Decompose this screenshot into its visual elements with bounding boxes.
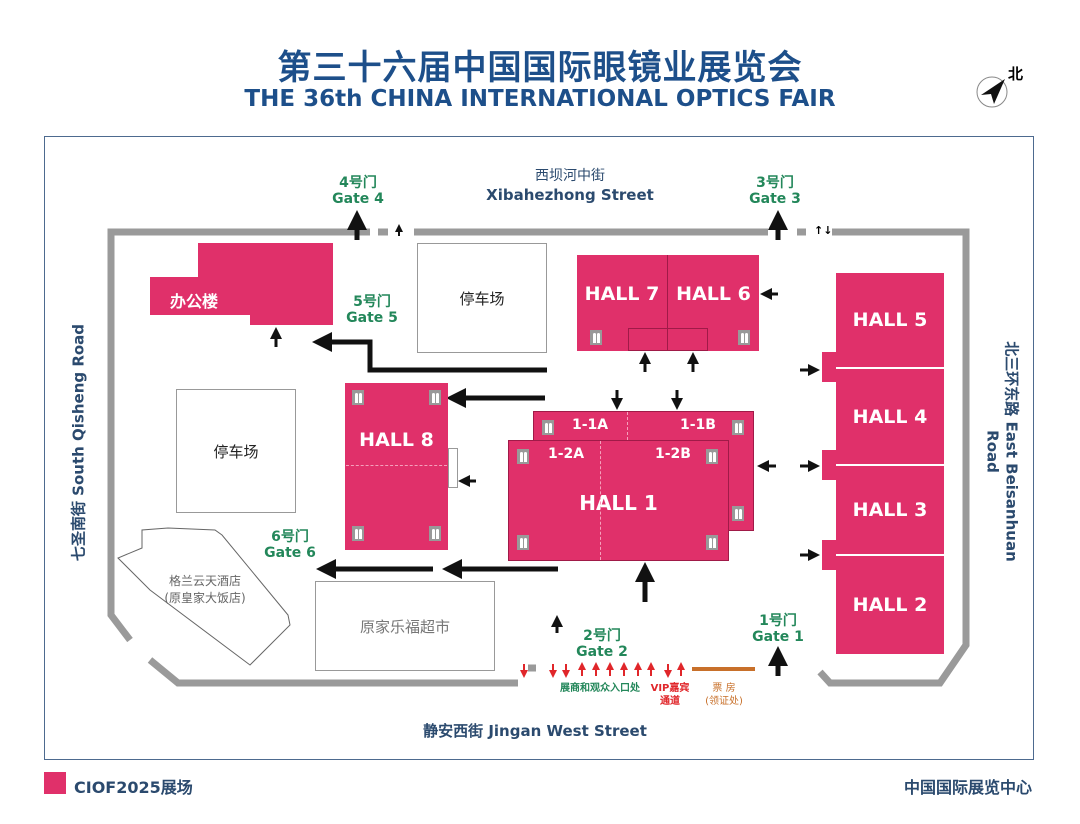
map-frame	[44, 136, 1034, 760]
restroom-icon	[732, 420, 744, 435]
hotel-name: 格兰云天酒店	[168, 574, 241, 588]
hall-6-7-lobby	[628, 328, 708, 351]
section-1-1b[interactable]: 1-1B	[680, 417, 716, 433]
hall-5[interactable]: HALL 5	[836, 273, 944, 369]
hall-8[interactable]: HALL 8	[345, 383, 448, 550]
restroom-icon	[517, 449, 529, 464]
hall-tabs	[822, 352, 837, 570]
office-building	[150, 243, 333, 325]
hall-8-divider	[346, 465, 447, 466]
title-english: THE 36th CHINA INTERNATIONAL OPTICS FAIR	[244, 86, 836, 112]
hall-2-label: HALL 2	[852, 594, 928, 616]
hotel-former-name: (原皇家大饭店)	[164, 591, 246, 605]
compass-icon	[976, 76, 1008, 108]
supermarket-label: 原家乐福超市	[359, 617, 450, 636]
restroom-icon	[706, 449, 718, 464]
hall-8-label: HALL 8	[359, 429, 434, 451]
restroom-icon	[590, 330, 602, 345]
street-west: 七圣南街 South Qisheng Road	[69, 323, 88, 562]
road-southwest	[147, 657, 518, 687]
hotel-label: 格兰云天酒店 (原皇家大饭店)	[150, 573, 260, 607]
section-1-2b[interactable]: 1-2B	[655, 446, 691, 462]
restroom-icon	[738, 330, 750, 345]
restroom-icon	[429, 390, 441, 405]
hall-8-entrance	[448, 448, 458, 488]
ticket-office-label: 票 房(领证处)	[705, 683, 743, 707]
restroom-icon	[542, 420, 554, 435]
parking-lot-north: 停车场	[417, 243, 547, 353]
hall-1-divider	[600, 441, 601, 560]
hall-6-label: HALL 6	[676, 283, 751, 305]
supermarket: 原家乐福超市	[315, 581, 495, 671]
legend-label: CIOF2025展场	[74, 778, 193, 797]
hall-4[interactable]: HALL 4	[836, 369, 944, 466]
north-label: 北	[1008, 65, 1024, 83]
parking-lot-west: 停车场	[176, 389, 296, 513]
restroom-icon	[706, 535, 718, 550]
road-west	[107, 350, 133, 643]
title-chinese: 第三十六届中国国际眼镜业展览会	[277, 48, 803, 88]
hall-7-label: HALL 7	[584, 283, 660, 305]
road-north-west	[107, 228, 370, 350]
boundary-road	[107, 228, 970, 687]
hall-3[interactable]: HALL 3	[836, 466, 944, 556]
restroom-icon	[352, 526, 364, 541]
office-label: 办公楼	[170, 292, 219, 311]
parking-label: 停车场	[213, 442, 259, 461]
hall-4-label: HALL 4	[852, 405, 928, 428]
legend-swatch	[44, 772, 66, 794]
hall-3-label: HALL 3	[852, 499, 928, 521]
hall-5-label: HALL 5	[852, 309, 928, 331]
hall-2[interactable]: HALL 2	[836, 556, 944, 654]
restroom-icon	[429, 526, 441, 541]
street-east: 北三环东路 East Beisanhuan Road	[983, 341, 1021, 562]
restroom-icon	[352, 390, 364, 405]
parking-label: 停车场	[459, 289, 505, 308]
two-way-arrow-icon: ↑↓	[814, 224, 833, 237]
arrow-gate-5-path	[312, 332, 547, 373]
hall-1[interactable]: HALL 1	[508, 440, 729, 561]
hall-1-1-divider	[627, 412, 628, 440]
street-south: 静安西街 Jingan West Street	[423, 722, 647, 740]
road-north-east	[817, 228, 970, 687]
hotel-outline	[117, 527, 291, 666]
visitor-entrance-label: 展商和观众入口处	[560, 683, 640, 694]
section-1-1a[interactable]: 1-1A	[572, 417, 609, 433]
entry-arrows	[520, 662, 685, 678]
restroom-icon	[732, 506, 744, 521]
vip-channel-label: VIP嘉宾通道	[650, 683, 690, 707]
section-1-2a[interactable]: 1-2A	[548, 446, 585, 462]
venue-name: 中国国际展览中心	[903, 778, 1032, 797]
restroom-icon	[517, 535, 529, 550]
hall-1-label: HALL 1	[579, 490, 658, 515]
